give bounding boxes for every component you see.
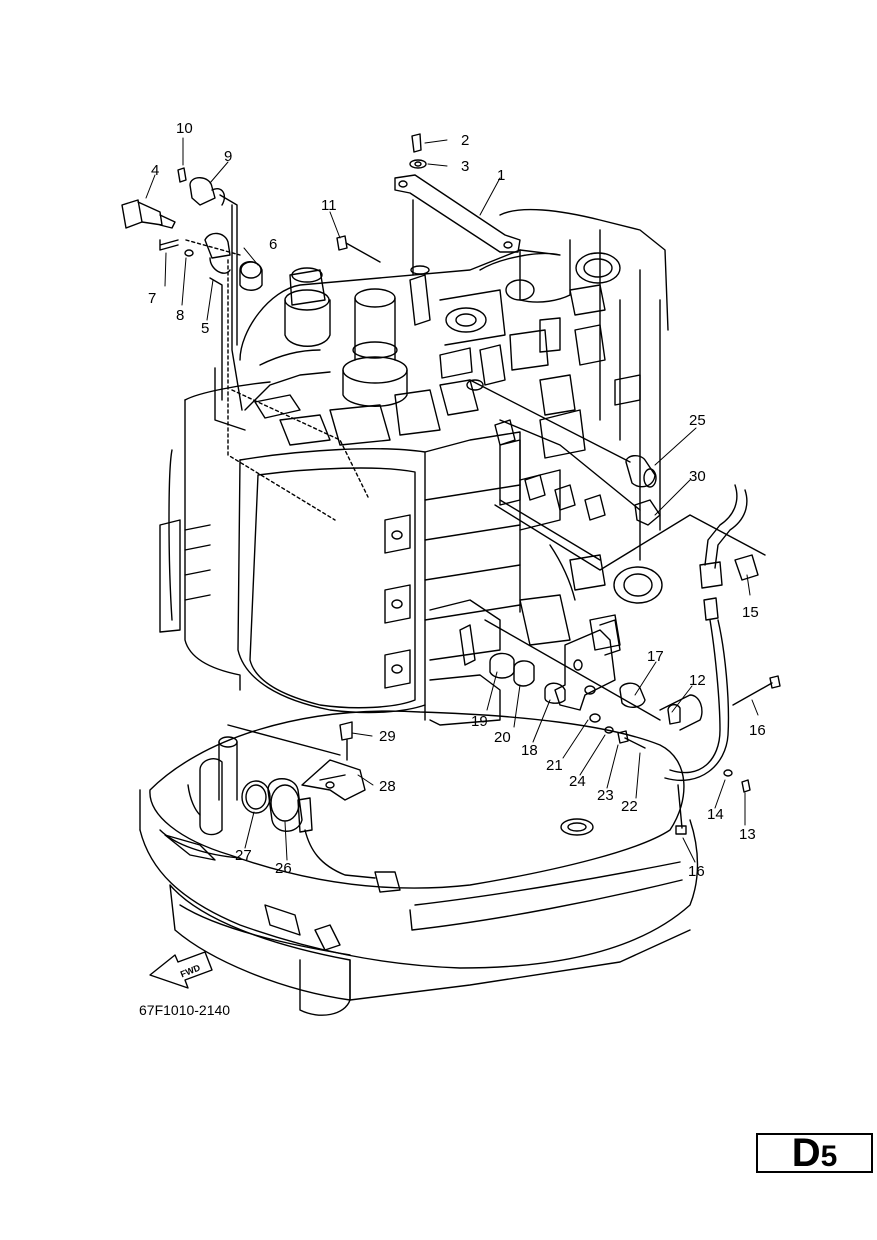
fwd-arrow-icon	[149, 951, 213, 989]
callout-label: 7	[148, 290, 156, 307]
callout-label: 26	[275, 860, 292, 877]
callout-label: 10	[176, 120, 193, 137]
callout-label: 22	[621, 798, 638, 815]
callout-label: 5	[201, 320, 209, 337]
sensor-assembly-top-left	[121, 167, 263, 411]
engine-block	[159, 208, 669, 726]
callout-label: 16	[749, 722, 766, 739]
callout-label: 25	[689, 412, 706, 429]
bolt-11	[336, 235, 381, 263]
callout-label: 8	[176, 307, 184, 324]
callout-label: 2	[461, 132, 469, 149]
sensor-assembly-bottom	[227, 721, 401, 893]
callout-label: 19	[471, 713, 488, 730]
callout-label: 12	[689, 672, 706, 689]
callout-label: 4	[151, 162, 159, 179]
sensors-right	[469, 379, 766, 571]
callout-label: 20	[494, 729, 511, 746]
callout-leaders	[145, 137, 759, 863]
callout-label: 29	[379, 728, 396, 745]
callout-label: 27	[235, 847, 252, 864]
page-code-letter: D	[791, 1131, 821, 1175]
bracket-18	[459, 619, 751, 793]
callout-label: 17	[647, 648, 664, 665]
bracket-1	[394, 133, 521, 276]
callout-label: 13	[739, 826, 756, 843]
callout-label: 14	[707, 806, 724, 823]
callout-label: 15	[742, 604, 759, 621]
callout-label: 3	[461, 158, 469, 175]
callout-label: 24	[569, 773, 586, 790]
callout-label: 23	[597, 787, 614, 804]
callout-label: 6	[269, 236, 277, 253]
page-code-box: D 5	[756, 1133, 873, 1173]
callout-label: 9	[224, 148, 232, 165]
fwd-label: FWD	[179, 962, 202, 979]
callout-label: 16	[688, 863, 705, 880]
callout-label: 1	[497, 167, 505, 184]
callout-label: 21	[546, 757, 563, 774]
callout-label: 28	[379, 778, 396, 795]
page-code-number: 5	[820, 1140, 838, 1173]
wiring-harness	[664, 484, 781, 835]
drawing-code: 67F1010-2140	[139, 1002, 230, 1018]
callout-labels: 1 2 3 4 5 6 7 8 9 10 11 12 13 14 15 16 1…	[148, 120, 766, 880]
callout-label: 30	[689, 468, 706, 485]
dashed-leaders	[185, 239, 369, 521]
bottom-cowling	[139, 710, 699, 1016]
callout-label: 18	[521, 742, 538, 759]
callout-label: 11	[321, 197, 337, 214]
